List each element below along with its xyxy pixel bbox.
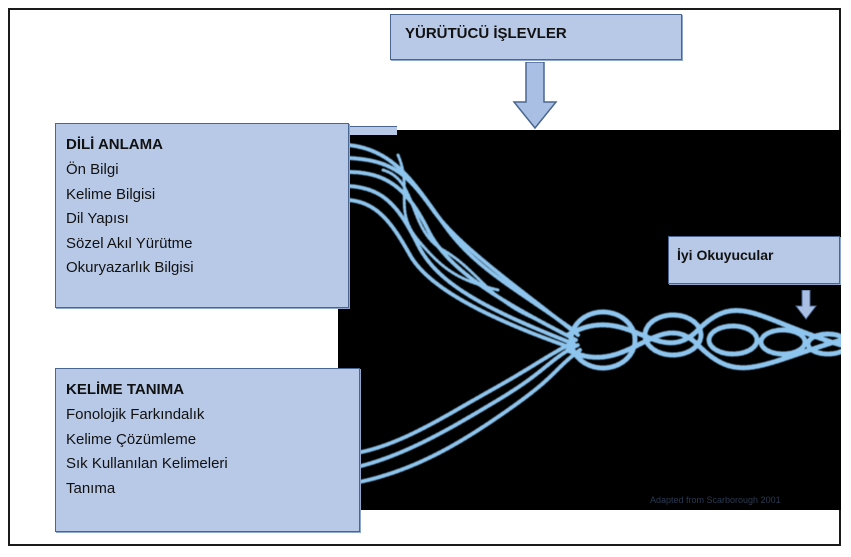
list-item: Sözel Akıl Yürütme bbox=[66, 234, 193, 252]
list-item: Okuryazarlık Bilgisi bbox=[66, 259, 194, 276]
box-connector bbox=[349, 126, 397, 135]
reading-rope-image bbox=[338, 130, 841, 510]
good-readers-box: İyi Okuyucular bbox=[668, 236, 840, 284]
image-credit: Adapted from Scarborough 2001 bbox=[650, 495, 781, 505]
list-item: Kelime Bilgisi bbox=[66, 185, 156, 203]
down-arrow-icon bbox=[512, 62, 558, 130]
good-readers-title: İyi Okuyucular bbox=[677, 247, 774, 263]
list-item: Kelime Çözümleme bbox=[66, 430, 197, 448]
language-comprehension-title: DİLİ ANLAMA bbox=[66, 136, 163, 153]
list-item: Ön Bilgi bbox=[66, 161, 119, 178]
executive-functions-box: YÜRÜTÜCÜ İŞLEVLER bbox=[390, 14, 682, 60]
word-recognition-title: KELİME TANIMA bbox=[66, 381, 185, 398]
list-item: Sık Kullanılan Kelimeleri bbox=[66, 455, 228, 472]
small-down-arrow-icon bbox=[795, 290, 817, 320]
list-item: Fonolojik Farkındalık bbox=[66, 406, 205, 423]
language-comprehension-box: DİLİ ANLAMA Ön Bilgi Kelime Bilgisi Dil … bbox=[55, 123, 349, 308]
list-item: Dil Yapısı bbox=[66, 210, 129, 227]
list-item: Tanıma bbox=[66, 479, 116, 497]
rope-strands bbox=[341, 143, 841, 487]
word-recognition-box: KELİME TANIMA Fonolojik Farkındalık Keli… bbox=[55, 368, 360, 532]
executive-functions-title: YÜRÜTÜCÜ İŞLEVLER bbox=[405, 25, 567, 42]
